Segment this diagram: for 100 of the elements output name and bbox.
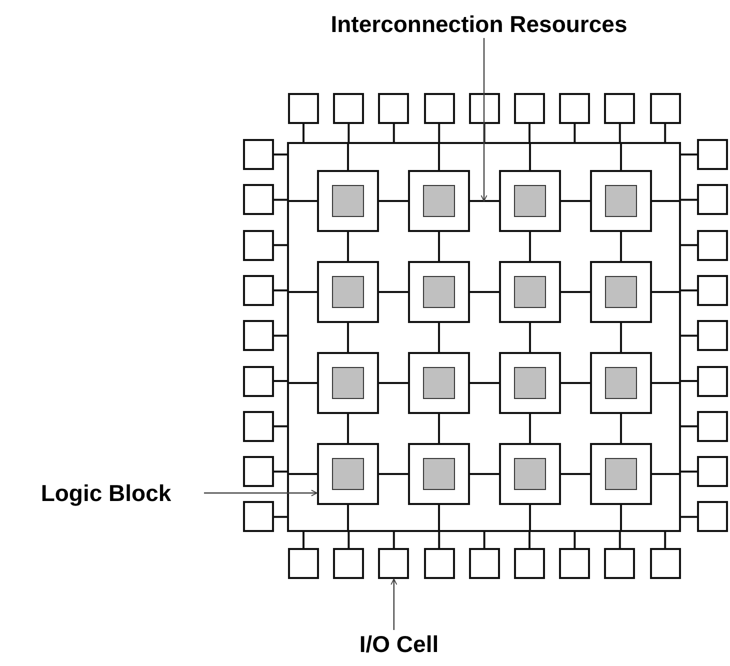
wire xyxy=(288,200,317,202)
wire xyxy=(470,473,499,475)
io-cell xyxy=(243,274,274,306)
wire xyxy=(483,532,486,548)
wire xyxy=(302,124,304,142)
wire xyxy=(392,124,395,142)
wire xyxy=(288,382,317,384)
wire xyxy=(347,505,349,531)
io-cell xyxy=(697,274,728,306)
wire xyxy=(274,154,287,156)
wire xyxy=(620,505,622,531)
wire xyxy=(652,382,680,384)
wire xyxy=(438,532,440,548)
io-cell xyxy=(650,548,681,579)
io-cell xyxy=(378,93,410,124)
wire xyxy=(574,124,576,142)
io-cell xyxy=(604,93,636,124)
io-cell xyxy=(697,501,728,532)
io-cell xyxy=(288,93,319,124)
wire xyxy=(438,143,440,170)
wire xyxy=(681,244,697,246)
wire xyxy=(681,154,697,156)
logic-block xyxy=(408,261,470,323)
wire xyxy=(620,232,622,261)
wire xyxy=(379,200,408,202)
io-cell xyxy=(697,456,728,488)
io-cell xyxy=(697,139,728,170)
io-cell xyxy=(697,230,728,261)
wire xyxy=(574,532,576,548)
wire xyxy=(620,143,622,170)
logic-block xyxy=(499,261,561,323)
io-cell xyxy=(559,93,590,124)
io-cell xyxy=(333,548,364,579)
wire xyxy=(274,380,287,382)
io-cell xyxy=(697,320,728,352)
io-cell xyxy=(243,139,274,170)
wire xyxy=(392,532,395,548)
wire xyxy=(274,198,287,201)
io-cell xyxy=(468,548,500,579)
leader-line xyxy=(204,490,318,496)
wire xyxy=(348,532,350,548)
wire xyxy=(438,505,440,531)
wire xyxy=(561,291,590,293)
io-cell xyxy=(468,93,500,124)
wire xyxy=(618,532,621,548)
wire xyxy=(681,470,697,473)
io-cell xyxy=(243,366,274,396)
io-cell xyxy=(243,230,274,261)
io-cell xyxy=(378,548,410,579)
wire xyxy=(681,380,697,382)
wire xyxy=(529,143,531,170)
io-cell xyxy=(424,93,455,124)
wire xyxy=(274,244,287,246)
logic-block xyxy=(408,170,470,232)
wire xyxy=(347,232,349,261)
wire xyxy=(652,291,680,293)
logic-block xyxy=(317,170,379,232)
io-cell xyxy=(559,548,590,579)
logic-block xyxy=(317,352,379,414)
wire xyxy=(438,414,440,443)
io-cell xyxy=(697,410,728,442)
callout-label: I/O Cell xyxy=(329,630,469,658)
logic-block xyxy=(499,352,561,414)
io-cell xyxy=(697,184,728,216)
io-cell xyxy=(514,93,545,124)
wire xyxy=(438,323,440,352)
callout-label: Interconnection Resources xyxy=(244,10,714,38)
callout-label: Logic Block xyxy=(8,479,204,507)
wire xyxy=(347,414,349,443)
wire xyxy=(483,124,486,142)
io-cell xyxy=(514,548,545,579)
leader-line xyxy=(390,578,398,630)
wire xyxy=(438,124,440,142)
leader-line xyxy=(480,38,488,202)
logic-block xyxy=(590,352,652,414)
wire xyxy=(347,143,349,170)
wire xyxy=(681,289,697,292)
io-cell xyxy=(697,366,728,396)
wire xyxy=(288,473,317,475)
wire xyxy=(528,124,530,142)
wire xyxy=(561,473,590,475)
io-cell xyxy=(243,456,274,488)
wire xyxy=(681,425,697,428)
wire xyxy=(288,291,317,293)
wire xyxy=(620,414,622,443)
wire xyxy=(274,425,287,428)
wire xyxy=(347,323,349,352)
wire xyxy=(529,323,531,352)
io-cell xyxy=(243,501,274,532)
wire xyxy=(664,532,666,548)
wire xyxy=(470,291,499,293)
logic-block xyxy=(590,170,652,232)
logic-block xyxy=(317,261,379,323)
wire xyxy=(274,470,287,473)
wire xyxy=(379,473,408,475)
wire xyxy=(652,200,680,202)
wire xyxy=(664,124,666,142)
wire xyxy=(274,289,287,292)
logic-block xyxy=(499,170,561,232)
logic-block xyxy=(408,352,470,414)
